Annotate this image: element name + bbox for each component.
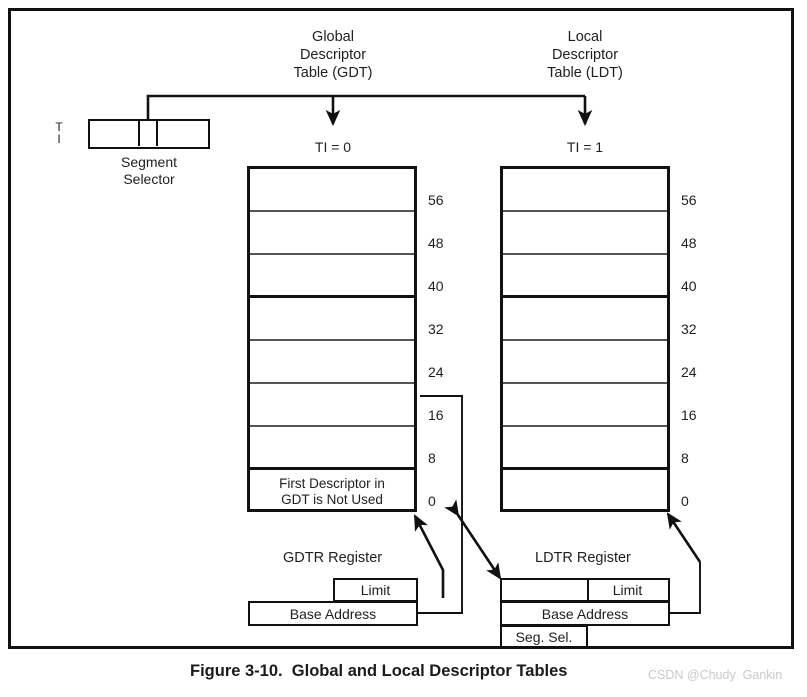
watermark: CSDN @Chudy Gankin: [648, 668, 783, 682]
ldt-offset-0: 0: [681, 493, 689, 509]
gdt-row-label: First Descriptor in GDT is Not Used: [279, 475, 385, 507]
gdtr-base-address-box: Base Address: [248, 601, 418, 626]
gdt-title-line2: Descriptor: [299, 47, 367, 63]
ldtr-base-address-label: Base Address: [541, 605, 629, 622]
ldt-row-24: [503, 341, 667, 384]
ldt-title-line2: Descriptor: [551, 47, 619, 63]
ldtr-limit-row: Limit: [500, 578, 670, 602]
gdt-offset-32: 32: [428, 321, 444, 337]
gdt-title-line1: Global: [312, 29, 354, 45]
gdt-offset-40: 40: [428, 278, 444, 294]
gdt-table: First Descriptor in GDT is Not Used: [247, 166, 417, 512]
gdt-ti-value: TI = 0: [314, 139, 352, 155]
gdtr-limit-label: Limit: [360, 582, 391, 598]
gdt-offset-0: 0: [428, 493, 436, 509]
gdt-row-0: First Descriptor in GDT is Not Used: [250, 470, 414, 513]
gdt-row-48: [250, 212, 414, 255]
gdt-offset-8: 8: [428, 450, 436, 466]
ldt-title-line3: Table (LDT): [547, 65, 623, 81]
gdt-offset-48: 48: [428, 235, 444, 251]
ldt-row-16: [503, 384, 667, 427]
ldt-row-40: [503, 255, 667, 298]
ldtr-limit-label: Limit: [612, 582, 643, 598]
ldt-offset-56: 56: [681, 192, 697, 208]
gdtr-limit-box: Limit: [333, 578, 418, 602]
segment-selector-label-line1: Segment: [120, 154, 178, 170]
segment-selector-label-line2: Selector: [123, 171, 175, 187]
gdt-offset-24: 24: [428, 364, 444, 380]
ldt-table: [500, 166, 670, 512]
figure-caption: Figure 3-10. Global and Local Descriptor…: [190, 662, 568, 680]
ldt-offset-40: 40: [681, 278, 697, 294]
gdtr-base-address-label: Base Address: [289, 605, 377, 622]
ldt-offset-32: 32: [681, 321, 697, 337]
ldt-offset-48: 48: [681, 235, 697, 251]
ldt-offset-8: 8: [681, 450, 689, 466]
ldt-ti-value: TI = 1: [566, 139, 604, 155]
gdt-row-56: [250, 169, 414, 212]
ldtr-register-label: LDTR Register: [535, 550, 631, 566]
ldt-offset-24: 24: [681, 364, 697, 380]
gdt-row-32: [250, 298, 414, 341]
ldt-row-8: [503, 427, 667, 470]
ldtr-seg-sel-label: Seg. Sel.: [515, 628, 573, 645]
segment-selector-box: [88, 119, 210, 149]
ldt-title-line1: Local: [567, 29, 603, 45]
gdtr-register-label: GDTR Register: [283, 550, 383, 566]
gdt-row-24: [250, 341, 414, 384]
ldt-offset-16: 16: [681, 407, 697, 423]
gdt-offset-16: 16: [428, 407, 444, 423]
ldtr-limit-divider: [587, 580, 589, 600]
gdt-offset-56: 56: [428, 192, 444, 208]
gdt-row-40: [250, 255, 414, 298]
ti-field-label-bottom: I: [57, 132, 61, 146]
ti-field-label-top: T: [55, 120, 63, 134]
gdt-row-8: [250, 427, 414, 470]
ldtr-base-address-box: Base Address: [500, 601, 670, 626]
segment-selector-ti-field: [138, 121, 158, 146]
ldt-row-32: [503, 298, 667, 341]
ldtr-seg-sel-box: Seg. Sel.: [500, 625, 588, 648]
ldt-row-56: [503, 169, 667, 212]
ldt-row-48: [503, 212, 667, 255]
gdt-title-line3: Table (GDT): [293, 65, 373, 81]
gdt-row-16: [250, 384, 414, 427]
ldt-row-0: [503, 470, 667, 513]
